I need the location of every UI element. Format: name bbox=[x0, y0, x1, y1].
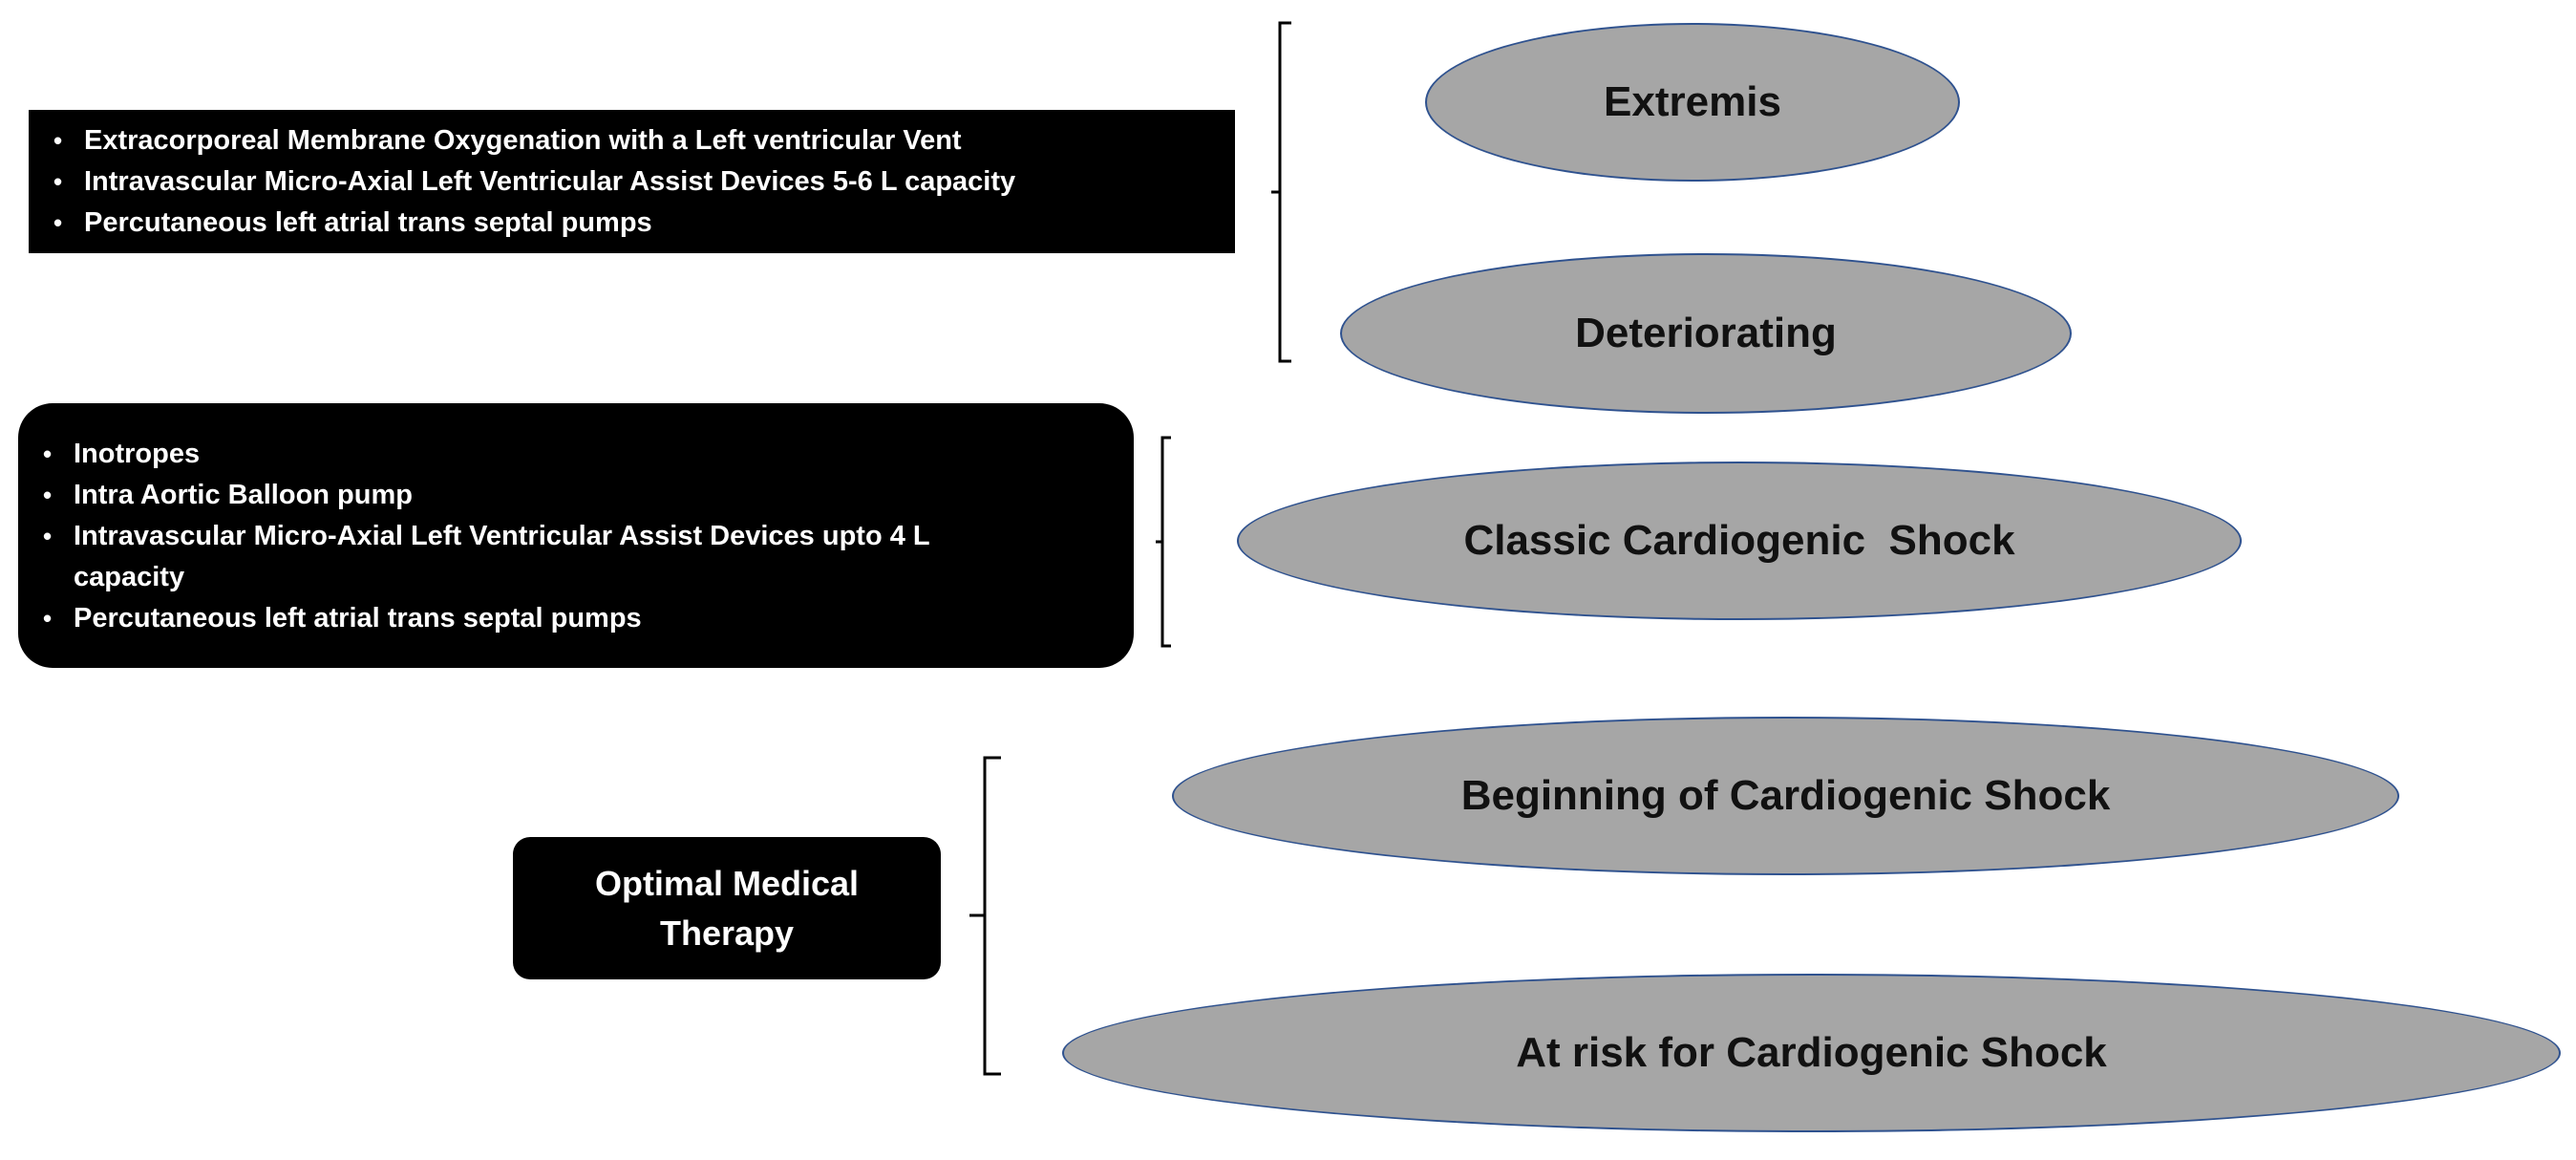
optimal-medical-therapy-label: Optimal Medical Therapy bbox=[594, 863, 860, 953]
list-item: Percutaneous left atrial trans septal pu… bbox=[48, 203, 1216, 244]
stage-label: Beginning of Cardiogenic Shock bbox=[1460, 772, 2111, 819]
bracket-optimal bbox=[969, 756, 1001, 1076]
stage-classic-cardiogenic-shock: Classic Cardiogenic Shock bbox=[1237, 462, 2242, 620]
intermediate-support-box: Inotropes Intra Aortic Balloon pump Intr… bbox=[18, 403, 1134, 668]
stage-label: Extremis bbox=[1604, 78, 1781, 125]
optimal-medical-therapy-box: Optimal Medical Therapy bbox=[513, 837, 941, 979]
list-item: Intra Aortic Balloon pump bbox=[37, 475, 1115, 516]
advanced-support-list: Extracorporeal Membrane Oxygenation with… bbox=[48, 120, 1216, 244]
intermediate-support-list: Inotropes Intra Aortic Balloon pump Intr… bbox=[37, 434, 1115, 639]
stage-at-risk-cardiogenic-shock: At risk for Cardiogenic Shock bbox=[1062, 974, 2561, 1132]
stage-beginning-cardiogenic-shock: Beginning of Cardiogenic Shock bbox=[1172, 717, 2399, 875]
list-item: Intravascular Micro-Axial Left Ventricul… bbox=[48, 161, 1216, 203]
bracket-advanced bbox=[1271, 21, 1291, 363]
list-item: Extracorporeal Membrane Oxygenation with… bbox=[48, 120, 1216, 161]
bracket-intermediate bbox=[1156, 436, 1171, 648]
advanced-support-box: Extracorporeal Membrane Oxygenation with… bbox=[29, 110, 1235, 253]
stage-extremis: Extremis bbox=[1425, 23, 1960, 182]
list-item: Intravascular Micro-Axial Left Ventricul… bbox=[37, 516, 1115, 598]
stage-label: Deteriorating bbox=[1575, 310, 1837, 356]
list-item: Inotropes bbox=[37, 434, 1115, 475]
stage-label: At risk for Cardiogenic Shock bbox=[1516, 1029, 2107, 1076]
stage-label: Classic Cardiogenic Shock bbox=[1463, 517, 2015, 564]
list-item: Percutaneous left atrial trans septal pu… bbox=[37, 598, 1115, 639]
stage-deteriorating: Deteriorating bbox=[1340, 253, 2072, 414]
